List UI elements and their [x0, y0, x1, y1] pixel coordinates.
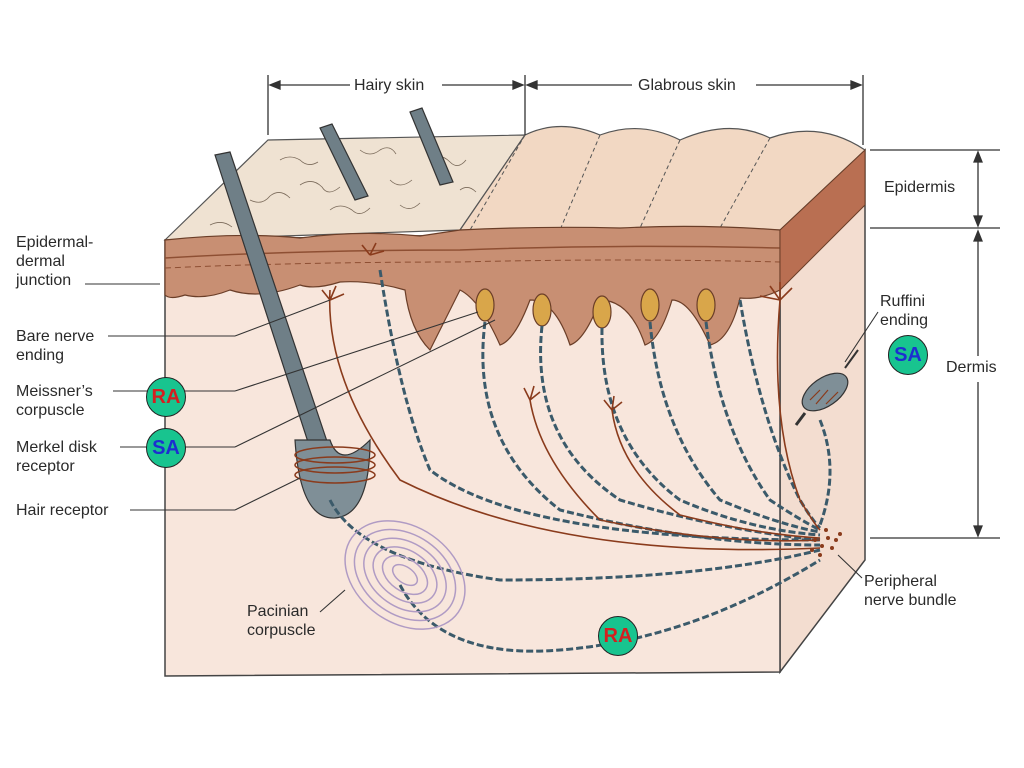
right-dimension-lines [870, 149, 1000, 539]
top-dimension-lines [267, 75, 864, 145]
bare-nerve-fibers [321, 242, 821, 551]
hairy-skin-label: Hairy skin [354, 77, 425, 94]
meissner-corpuscles [475, 288, 716, 329]
hairy-skin-texture [209, 147, 477, 228]
hair-follicle [294, 438, 371, 519]
ruffini-capsule [794, 349, 859, 426]
hair-receptor-nerve [294, 446, 376, 484]
epidermis-label: Epidermis [884, 179, 956, 196]
hair-receptor-label: Hair receptor [16, 502, 109, 519]
epidermis-layer [164, 225, 781, 352]
pacinian-corpuscle-label: Pacinian corpuscle [247, 603, 316, 639]
epidermis-stripe-2 [164, 259, 781, 269]
epidermis-side [779, 148, 866, 292]
nerve-bundle-dots [810, 528, 842, 557]
pacinian-layers [344, 520, 466, 630]
epidermal-dermal-junction-label: Epidermal- dermal junction [16, 234, 94, 289]
merkel-disk-receptor-label: Merkel disk receptor [16, 439, 97, 475]
pacinian-ra-badge: RA [598, 616, 638, 656]
glabrous-ridge-lines [469, 134, 771, 231]
ruffini-sa-badge: SA [888, 335, 928, 375]
ruffini-ending-label: Ruffini ending [880, 293, 929, 329]
meissners-corpuscle-label: Meissner’s corpuscle [16, 383, 93, 419]
peripheral-nerve-bundle-label: Peripheral nerve bundle [864, 573, 957, 609]
dermis-label: Dermis [946, 359, 997, 376]
meissner-ra-badge: RA [146, 377, 186, 417]
glabrous-skin-label: Glabrous skin [638, 77, 736, 94]
bare-nerve-ending-label: Bare nerve ending [16, 328, 95, 364]
merkel-sa-badge: SA [146, 428, 186, 468]
